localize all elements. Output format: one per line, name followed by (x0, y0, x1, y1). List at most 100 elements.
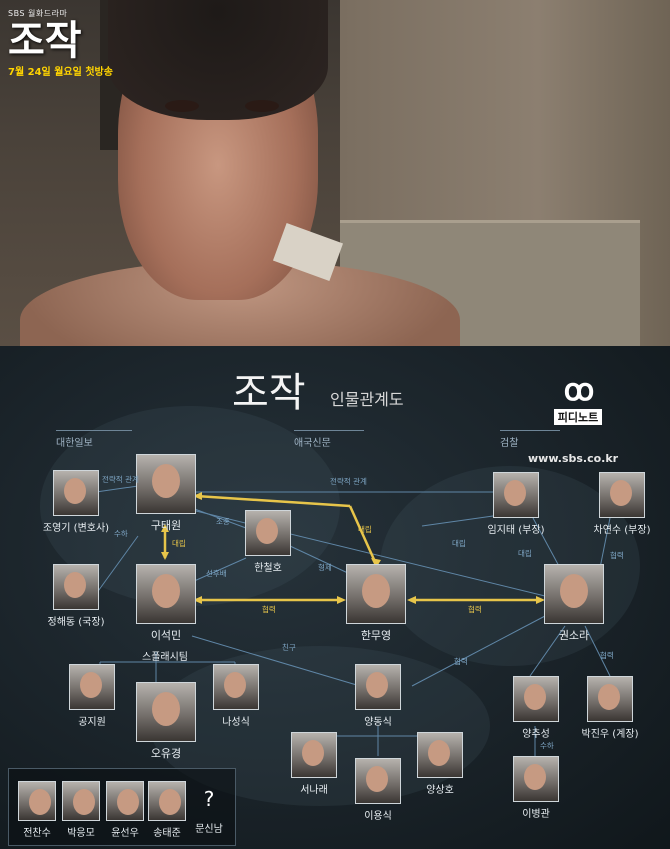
relation-label: 수하 (114, 529, 128, 538)
person-jeong-haedong: 정해동 (국장) (48, 564, 104, 628)
network-label: SBS 월화드라마 (8, 9, 68, 18)
portrait (587, 676, 633, 722)
person-name: 양상호 (426, 785, 454, 796)
relationship-chart: 조작 인물관계도 ꝏ 피디노트 www.sbs.co.kr 대한일보 애국신문 … (0, 346, 670, 849)
left-eye (165, 100, 199, 112)
portrait (417, 732, 463, 778)
legend-person: 박응모 (57, 781, 105, 839)
relation-label: 협력 (454, 657, 468, 666)
group-geomchal: 검찰 (500, 430, 560, 449)
legend-person: 전찬수 (13, 781, 61, 839)
brand-url: www.sbs.co.kr (528, 452, 619, 465)
extra-cast-box: 전찬수 박응모 윤선우 송태준 ? 문신남 (8, 768, 236, 846)
person-gwon-sora: 권소라 (544, 564, 604, 643)
portrait (53, 564, 99, 610)
person-name: 나성식 (222, 717, 250, 728)
person-name: 이석민 (150, 629, 182, 642)
relation-label: 형제 (318, 563, 332, 572)
person-name: 한무영 (360, 629, 392, 642)
portrait (513, 676, 559, 722)
portrait (355, 664, 401, 710)
chart-title: 조작 (232, 370, 306, 416)
relation-label: 대립 (452, 539, 466, 548)
person-name: 차연수 (부장) (593, 525, 651, 536)
person-name: 양동식 (364, 717, 392, 728)
legend-person: 송태준 (143, 781, 191, 839)
person-name: 송태준 (153, 828, 181, 839)
drama-title: 조작 (8, 17, 82, 64)
relation-label: 대립 (358, 525, 372, 534)
portrait (346, 564, 406, 624)
relation-label: 친구 (282, 643, 296, 652)
person-yang-dongsik: 양동식 (354, 664, 402, 728)
portrait (599, 472, 645, 518)
person-name: 이병관 (522, 809, 550, 820)
right-eye (245, 100, 279, 112)
person-gong-jiwon: 공지원 (68, 664, 116, 728)
portrait (53, 470, 99, 516)
portrait (245, 510, 291, 556)
relation-label: 조종 (216, 517, 230, 526)
relation-label: 전략적 관계 (330, 477, 367, 486)
airdate-label: 7월 24일 월요일 첫방송 (8, 67, 113, 78)
relation-label: 대립 (518, 549, 532, 558)
person-lee-yongsik: 이용식 (354, 758, 402, 822)
person-han-cheolho: 한철호 (244, 510, 292, 574)
person-park-jinu: 박진우 (계장) (582, 676, 638, 740)
relation-label: 협력 (600, 651, 614, 660)
person-lee-seokmin: 이석민 (136, 564, 196, 643)
relation-label: 협력 (610, 551, 624, 560)
relation-label: 대립 (172, 539, 186, 548)
person-im-jitae: 임지태 (부장) (488, 472, 544, 536)
person-name: 공지원 (78, 717, 106, 728)
portrait (513, 756, 559, 802)
person-name: 임지태 (부장) (487, 525, 545, 536)
drama-still-image: SBS 월화드라마 조작 7월 24일 월요일 첫방송 (0, 0, 670, 346)
portrait (148, 781, 186, 821)
person-cha-yeonsu: 차연수 (부장) (594, 472, 650, 536)
person-yang-chuseong: 양추성 (512, 676, 560, 740)
person-name: 양추성 (522, 729, 550, 740)
person-name: 이용식 (364, 811, 392, 822)
person-na-seongsik: 나성식 (212, 664, 260, 728)
portrait (355, 758, 401, 804)
pdnote-glyph-icon: ꝏ (563, 373, 595, 408)
pdnote-logo: ꝏ 피디노트 (538, 376, 618, 425)
person-jo-yeonggi: 조영기 (변호사) (43, 470, 109, 534)
portrait (291, 732, 337, 778)
relation-label: 협력 (262, 605, 276, 614)
actor-hair (108, 0, 328, 120)
person-name: 문신남 (195, 824, 223, 835)
person-name: 윤선우 (111, 828, 139, 839)
portrait (544, 564, 604, 624)
relation-label: 전략적 관계 (102, 475, 139, 484)
chart-subtitle: 인물관계도 (330, 390, 404, 409)
group-daehan: 대한일보 (56, 430, 132, 449)
person-name: 한철호 (254, 563, 282, 574)
person-name: 구태원 (150, 519, 182, 532)
relation-label: 스플래시팀 (142, 652, 188, 663)
person-name: 서나래 (300, 785, 328, 796)
relation-lines (95, 485, 611, 758)
legend-person-unknown: ? 문신남 (185, 781, 233, 835)
relation-label: 협력 (468, 605, 482, 614)
group-aeguk: 애국신문 (294, 430, 364, 449)
portrait (62, 781, 100, 821)
person-name: 정해동 (국장) (47, 617, 105, 628)
person-lee-byeonggwan: 이병관 (512, 756, 560, 820)
relation-label: 선후배 (206, 569, 227, 578)
pdnote-name: 피디노트 (553, 409, 603, 425)
portrait (136, 454, 196, 514)
person-name: 오유경 (150, 747, 182, 760)
person-name: 박진우 (계장) (581, 729, 639, 740)
person-oh-yugyeong: 오유경 (136, 682, 196, 761)
portrait (136, 564, 196, 624)
person-name: 조영기 (변호사) (42, 523, 110, 534)
drama-logo: SBS 월화드라마 조작 7월 24일 월요일 첫방송 (8, 8, 148, 78)
person-name: 권소라 (558, 629, 590, 642)
portrait (136, 682, 196, 742)
person-gu-taewon: 구태원 (136, 454, 196, 533)
portrait (106, 781, 144, 821)
portrait (493, 472, 539, 518)
relation-label: 수하 (540, 741, 554, 750)
